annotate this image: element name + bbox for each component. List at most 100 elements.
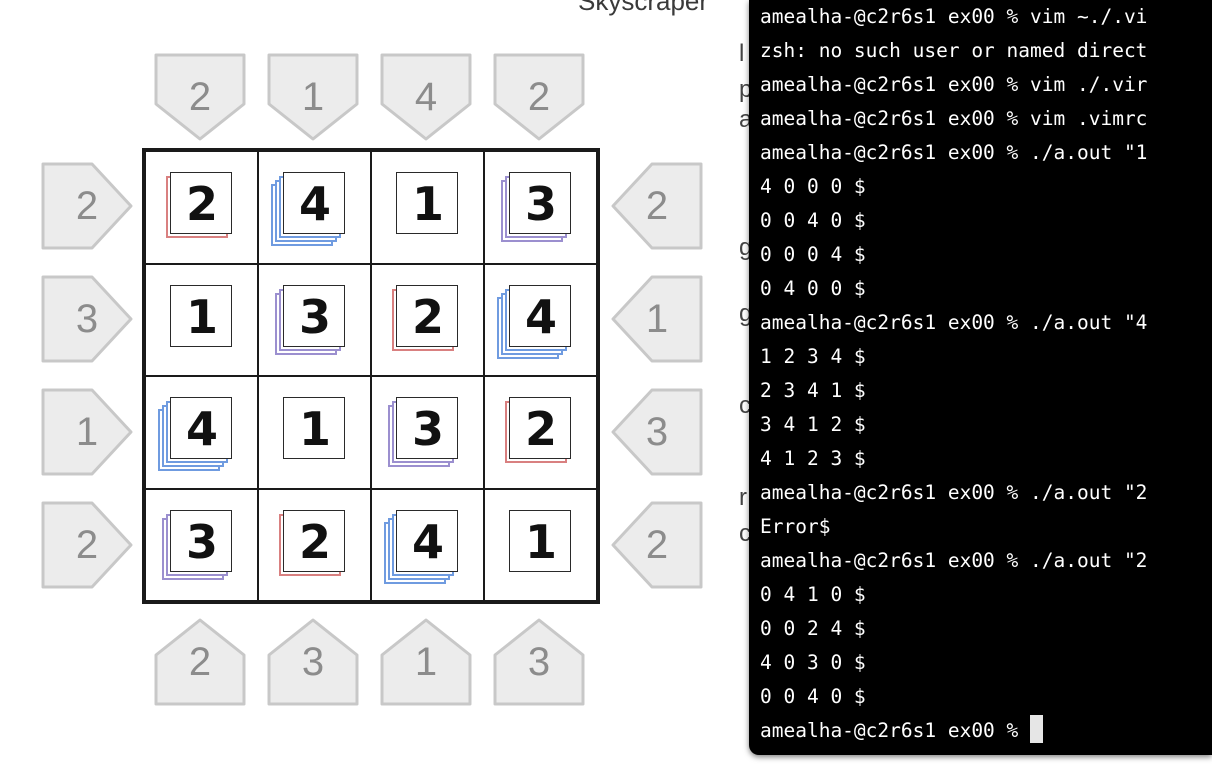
clue-value: 1 (645, 296, 669, 341)
grid-cell: 4 (145, 376, 258, 489)
clue-left: 3 (40, 274, 134, 364)
top-card: 3 (283, 284, 345, 347)
grid-cell: 2 (145, 151, 258, 264)
clue-value: 4 (414, 74, 438, 119)
top-card: 3 (170, 509, 232, 572)
terminal-line: 4 0 3 0 $ (760, 651, 866, 674)
clue-left: 2 (40, 161, 134, 251)
terminal-line: amealha-@c2r6s1 ex00 % ./a.out "2 (760, 549, 1148, 572)
top-card: 4 (283, 172, 345, 234)
clue-bottom: 3 (492, 617, 586, 707)
clue-value: 1 (301, 74, 325, 119)
cursor-icon (1030, 715, 1044, 743)
clue-value: 2 (188, 639, 212, 684)
grid-cell: 1 (371, 151, 484, 264)
cell-value: 3 (185, 514, 218, 569)
text-fragment: l (739, 40, 745, 67)
terminal-prompt: amealha-@c2r6s1 ex00 % (760, 719, 1031, 742)
clue-value: 2 (75, 522, 99, 567)
terminal-line: 2 3 4 1 $ (760, 379, 866, 402)
cell-value: 4 (185, 402, 218, 456)
clue-right: 2 (610, 161, 704, 251)
clue-right: 3 (610, 387, 704, 477)
cell-value: 3 (411, 402, 444, 456)
terminal-prompt-line[interactable]: amealha-@c2r6s1 ex00 % (749, 714, 1212, 748)
grid-cell: 2 (484, 376, 597, 489)
clue-bottom: 2 (153, 617, 247, 707)
terminal-line: 4 1 2 3 $ (760, 447, 866, 470)
terminal-line: 4 0 0 0 $ (760, 175, 866, 198)
grid-cell: 2 (371, 263, 484, 376)
grid-cell: 3 (484, 151, 597, 264)
grid-cell: 1 (484, 488, 597, 601)
terminal-line: zsh: no such user or named direct (760, 39, 1148, 62)
cell-value: 3 (524, 177, 557, 231)
clue-right: 2 (610, 500, 704, 590)
terminal-line: amealha-@c2r6s1 ex00 % ./a.out "2 (760, 481, 1148, 504)
clue-bottom: 3 (266, 617, 360, 707)
top-card: 2 (396, 284, 458, 347)
cell-value: 1 (524, 514, 557, 569)
text-fragment: c (739, 392, 751, 419)
grid-cell: 4 (258, 151, 371, 264)
clue-value: 3 (75, 296, 99, 341)
cell-value: 2 (524, 402, 557, 456)
top-card: 2 (283, 509, 345, 572)
clue-left: 2 (40, 500, 134, 590)
clue-value: 1 (75, 409, 99, 454)
terminal-line: Error$ (760, 515, 831, 538)
clue-left: 1 (40, 387, 134, 477)
clue-right: 1 (610, 274, 704, 364)
clue-top: 1 (266, 52, 360, 142)
clue-top: 2 (153, 52, 247, 142)
clue-value: 2 (527, 74, 551, 119)
clue-value: 2 (645, 522, 669, 567)
terminal-line: amealha-@c2r6s1 ex00 % ./a.out "1 (760, 141, 1148, 164)
clue-value: 1 (414, 639, 438, 684)
clue-value: 2 (75, 183, 99, 228)
terminal-line: 0 0 4 0 $ (760, 209, 866, 232)
clue-value: 3 (527, 639, 551, 684)
grid-cell: 1 (258, 376, 371, 489)
clue-top: 2 (492, 52, 586, 142)
terminal-line: 0 0 2 4 $ (760, 617, 866, 640)
terminal-line: 0 0 4 0 $ (760, 685, 866, 708)
page-title: Skyscraper (578, 0, 709, 16)
terminal-line: amealha-@c2r6s1 ex00 % vim .vimrc (760, 107, 1148, 130)
terminal-line: amealha-@c2r6s1 ex00 % ./a.out "4 (760, 311, 1148, 334)
grid-cell: 3 (258, 263, 371, 376)
grid-cell: 2 (258, 488, 371, 601)
cell-value: 4 (298, 177, 331, 231)
cell-value: 1 (411, 177, 444, 231)
terminal-line: 0 0 0 4 $ (760, 243, 866, 266)
top-card: 4 (170, 397, 232, 459)
clue-value: 3 (645, 409, 669, 454)
top-card: 4 (509, 284, 571, 347)
cell-value: 4 (524, 289, 557, 344)
cell-value: 3 (298, 289, 331, 344)
terminal-line: 1 2 3 4 $ (760, 345, 866, 368)
terminal-line: 0 4 1 0 $ (760, 583, 866, 606)
top-card: 2 (509, 397, 571, 459)
grid-cell: 4 (484, 263, 597, 376)
cell-value: 2 (185, 177, 218, 231)
top-card: 1 (283, 397, 345, 459)
text-fragment: r (739, 484, 747, 511)
terminal-line: amealha-@c2r6s1 ex00 % vim ./.vir (760, 73, 1148, 96)
top-card: 2 (170, 172, 232, 234)
clue-bottom: 1 (379, 617, 473, 707)
top-card: 4 (396, 509, 458, 572)
grid-cell: 4 (371, 488, 484, 601)
cell-value: 2 (298, 514, 331, 569)
top-card: 1 (170, 284, 232, 347)
clue-value: 2 (188, 74, 212, 119)
clue-value: 2 (645, 183, 669, 228)
terminal-line: 0 4 0 0 $ (760, 277, 866, 300)
clue-value: 3 (301, 639, 325, 684)
top-card: 1 (396, 172, 458, 234)
top-card: 3 (509, 172, 571, 234)
